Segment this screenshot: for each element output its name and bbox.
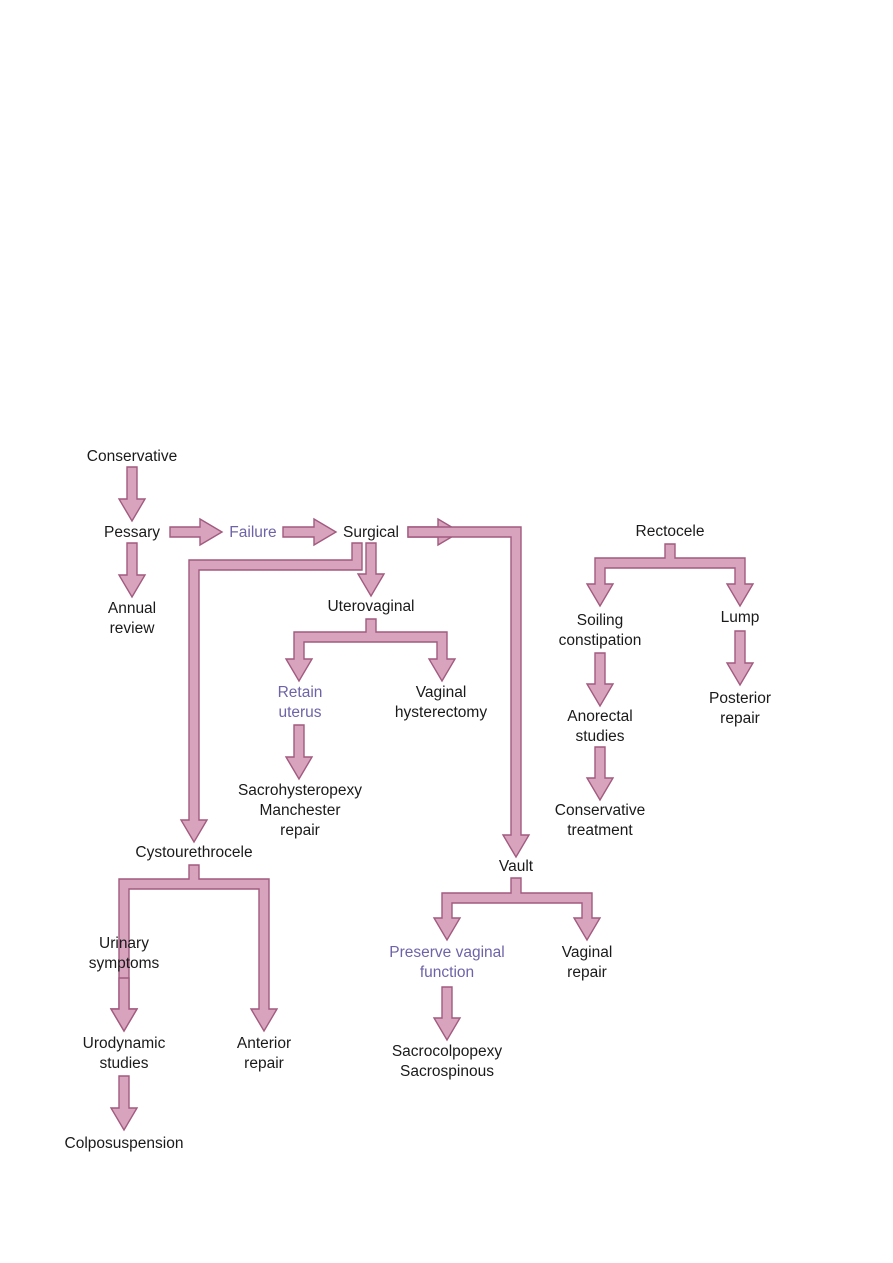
arrow-vault-fork [432, 877, 602, 942]
node-line: Vaginal [416, 684, 467, 701]
node-conservative: Conservative [87, 448, 177, 465]
node-line: repair [567, 964, 607, 981]
node-line: Sacrocolpopexy [392, 1043, 503, 1060]
node-line: Manchester [260, 802, 341, 819]
node-line: Surgical [343, 524, 399, 541]
arrow-conservative-pessary [117, 466, 147, 523]
node-line: Vault [499, 858, 534, 875]
node-anorectal-studies: Anorectal studies [567, 708, 632, 745]
node-urinary-symptoms: Urinary symptoms [89, 935, 160, 972]
node-line: Urinary [99, 935, 149, 952]
node-line: Lump [721, 609, 760, 626]
node-line: Urodynamic [83, 1035, 166, 1052]
node-line: Cystourethrocele [135, 844, 252, 861]
node-line: repair [720, 710, 760, 727]
node-cystourethrocele: Cystourethrocele [135, 844, 252, 861]
node-retain-uterus: Retain uterus [278, 684, 323, 721]
arrow-urodynamic-colposuspension [109, 1075, 139, 1132]
node-line: treatment [567, 822, 633, 839]
node-pessary: Pessary [104, 524, 160, 541]
node-line: uterus [278, 704, 321, 721]
arrow-surgical-uterovaginal [356, 542, 386, 598]
node-line: symptoms [89, 955, 160, 972]
node-line: Pessary [104, 524, 160, 541]
node-failure: Failure [229, 524, 276, 541]
arrow-rectocele-fork [585, 543, 755, 608]
node-line: Anterior [237, 1035, 291, 1052]
node-uterovaginal: Uterovaginal [327, 598, 414, 615]
node-line: studies [99, 1055, 148, 1072]
arrow-surgical-cystourethrocele [179, 542, 363, 844]
flow-arrows [109, 466, 755, 1132]
node-line: Failure [229, 524, 276, 541]
arrow-failure-surgical [282, 517, 338, 547]
node-annual-review: Annual review [108, 600, 156, 637]
arrow-soiling-anorectal [585, 652, 615, 708]
node-vaginal-repair: Vaginal repair [562, 944, 613, 981]
node-line: Preserve vaginal [389, 944, 504, 961]
node-posterior-repair: Posterior repair [709, 690, 771, 727]
node-soiling-constipation: Soiling constipation [559, 612, 642, 649]
node-line: Colposuspension [65, 1135, 184, 1152]
node-line: repair [280, 822, 320, 839]
node-vaginal-hysterectomy: Vaginal hysterectomy [395, 684, 487, 721]
node-line: function [420, 964, 474, 981]
node-line: Anorectal [567, 708, 632, 725]
node-line: Soiling [577, 612, 624, 629]
arrow-uterovaginal-fork [284, 618, 457, 683]
arrow-surgical-vault [407, 526, 531, 859]
node-lump: Lump [721, 609, 760, 626]
node-line: Posterior [709, 690, 771, 707]
arrow-anorectal-conservative-treatment [585, 746, 615, 802]
node-line: review [110, 620, 156, 637]
node-line: Uterovaginal [327, 598, 414, 615]
node-line: Annual [108, 600, 156, 617]
node-line: hysterectomy [395, 704, 487, 721]
arrow-preserve-sacrocolpopexy [432, 986, 462, 1042]
arrow-retain-uterus-sacrohysteropexy [284, 724, 314, 781]
node-line: Conservative [87, 448, 177, 465]
node-anterior-repair: Anterior repair [237, 1035, 291, 1072]
node-line: Retain [278, 684, 323, 701]
node-line: constipation [559, 632, 642, 649]
arrow-pessary-failure [169, 517, 224, 547]
node-line: Sacrohysteropexy [238, 782, 362, 799]
node-line: Conservative [555, 802, 645, 819]
arrow-pessary-annual-review [117, 542, 147, 599]
node-surgical: Surgical [343, 524, 399, 541]
node-line: Sacrospinous [400, 1063, 494, 1080]
arrow-urinary-urodynamic [109, 977, 139, 1033]
node-vault: Vault [499, 858, 534, 875]
arrow-lump-posterior-repair [725, 630, 755, 687]
node-line: Rectocele [636, 523, 705, 540]
node-line: repair [244, 1055, 284, 1072]
node-line: studies [575, 728, 624, 745]
node-colposuspension: Colposuspension [65, 1135, 184, 1152]
node-line: Vaginal [562, 944, 613, 961]
node-preserve-vaginal-function: Preserve vaginal function [389, 944, 504, 981]
node-conservative-treatment: Conservative treatment [555, 802, 645, 839]
node-urodynamic-studies: Urodynamic studies [83, 1035, 166, 1072]
node-rectocele: Rectocele [636, 523, 705, 540]
